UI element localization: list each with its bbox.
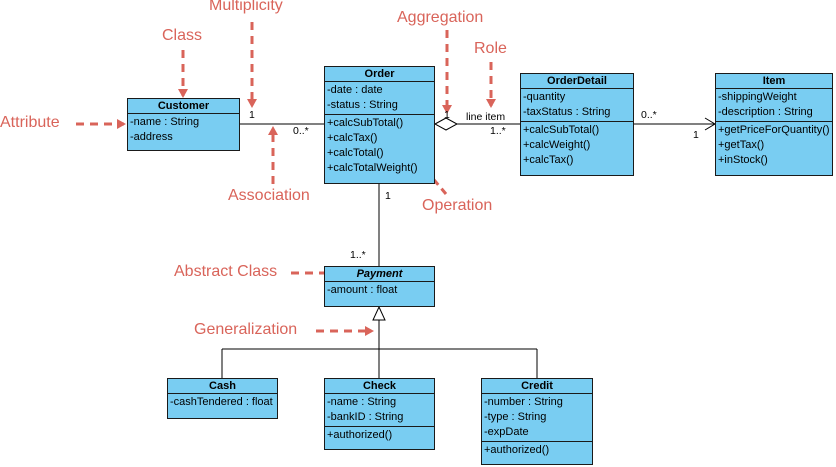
operation: +authorized() bbox=[484, 444, 550, 456]
class-customer-attributes: -name : String -address bbox=[128, 114, 239, 146]
attribute: -name : String bbox=[327, 396, 397, 408]
attribute: -amount : float bbox=[327, 284, 398, 296]
annotation-aggregation: Aggregation bbox=[397, 9, 484, 26]
multiplicity-label: 0..* bbox=[641, 109, 657, 121]
class-check-attributes: -name : String -bankID : String bbox=[325, 394, 434, 427]
operation: +calcWeight() bbox=[523, 139, 591, 151]
operation: +authorized() bbox=[327, 429, 393, 441]
multiplicity-label: 1..* bbox=[350, 249, 366, 261]
operation: +getPriceForQuantity() bbox=[718, 124, 830, 136]
class-payment[interactable]: Payment -amount : float bbox=[324, 266, 435, 307]
class-credit[interactable]: Credit -number : String -type : String -… bbox=[481, 378, 593, 465]
operation: +calcTotalWeight() bbox=[327, 162, 418, 174]
annotation-association: Association bbox=[228, 187, 310, 204]
multiplicity-label: 1 bbox=[385, 190, 391, 202]
generalization-triangle bbox=[372, 305, 386, 321]
attribute: -address bbox=[130, 131, 173, 143]
attribute: -status : String bbox=[327, 99, 398, 111]
class-item-attributes: -shippingWeight -description : String bbox=[716, 89, 832, 122]
class-orderdetail[interactable]: OrderDetail -quantity -taxStatus : Strin… bbox=[520, 73, 634, 176]
annotation-role: Role bbox=[474, 40, 507, 57]
multiplicity-label: 1 bbox=[249, 109, 255, 121]
operation: +calcSubTotal() bbox=[523, 124, 600, 136]
attribute: -type : String bbox=[484, 411, 547, 423]
class-order-operations: +calcSubTotal() +calcTax() +calcTotal() … bbox=[325, 115, 434, 177]
operation: +calcTotal() bbox=[327, 147, 384, 159]
operation: +inStock() bbox=[718, 154, 768, 166]
class-orderdetail-attributes: -quantity -taxStatus : String bbox=[521, 89, 633, 122]
attribute: -quantity bbox=[523, 91, 566, 103]
class-cash[interactable]: Cash -cashTendered : float bbox=[167, 378, 278, 419]
attribute: -description : String bbox=[718, 106, 813, 118]
operation: +calcSubTotal() bbox=[327, 117, 404, 129]
class-item-name: Item bbox=[716, 74, 832, 89]
multiplicity-label: 0..* bbox=[293, 125, 309, 137]
class-payment-name: Payment bbox=[325, 267, 434, 282]
class-credit-operations: +authorized() bbox=[482, 442, 592, 459]
class-order-name: Order bbox=[325, 67, 434, 82]
attribute: -shippingWeight bbox=[718, 91, 797, 103]
annotation-attribute: Attribute bbox=[0, 114, 60, 131]
annotation-operation: Operation bbox=[422, 197, 493, 214]
class-payment-attributes: -amount : float bbox=[325, 282, 434, 299]
annotation-abstract-class: Abstract Class bbox=[174, 263, 278, 280]
annotation-class: Class bbox=[162, 27, 203, 44]
multiplicity-label: 1..* bbox=[490, 125, 506, 137]
operation: +getTax() bbox=[718, 139, 765, 151]
class-order[interactable]: Order -date : date -status : String +cal… bbox=[324, 66, 435, 184]
class-item[interactable]: Item -shippingWeight -description : Stri… bbox=[715, 73, 833, 176]
multiplicity-label: 1 bbox=[444, 109, 450, 121]
operation: +calcTax() bbox=[327, 132, 378, 144]
class-cash-attributes: -cashTendered : float bbox=[168, 394, 277, 411]
multiplicity-label: 1 bbox=[693, 129, 699, 141]
attribute: -bankID : String bbox=[327, 411, 404, 423]
class-order-attributes: -date : date -status : String bbox=[325, 82, 434, 115]
class-check[interactable]: Check -name : String -bankID : String +a… bbox=[324, 378, 435, 450]
class-customer[interactable]: Customer -name : String -address bbox=[127, 98, 240, 151]
class-credit-name: Credit bbox=[482, 379, 592, 394]
class-item-operations: +getPriceForQuantity() +getTax() +inStoc… bbox=[716, 122, 832, 169]
attribute: -name : String bbox=[130, 116, 200, 128]
attribute: -taxStatus : String bbox=[523, 106, 611, 118]
class-check-operations: +authorized() bbox=[325, 427, 434, 444]
operation: +calcTax() bbox=[523, 154, 574, 166]
attribute: -expDate bbox=[484, 426, 529, 438]
class-cash-name: Cash bbox=[168, 379, 277, 394]
class-credit-attributes: -number : String -type : String -expDate bbox=[482, 394, 592, 442]
attribute: -cashTendered : float bbox=[170, 396, 273, 408]
attribute: -number : String bbox=[484, 396, 563, 408]
role-label: line item bbox=[466, 111, 506, 123]
attribute: -date : date bbox=[327, 84, 383, 96]
annotation-generalization: Generalization bbox=[194, 321, 298, 338]
aggregation-diamond bbox=[433, 117, 459, 131]
class-orderdetail-name: OrderDetail bbox=[521, 74, 633, 89]
class-orderdetail-operations: +calcSubTotal() +calcWeight() +calcTax() bbox=[521, 122, 633, 169]
class-customer-name: Customer bbox=[128, 99, 239, 114]
class-check-name: Check bbox=[325, 379, 434, 394]
annotation-multiplicity: Multiplicity bbox=[209, 0, 283, 14]
